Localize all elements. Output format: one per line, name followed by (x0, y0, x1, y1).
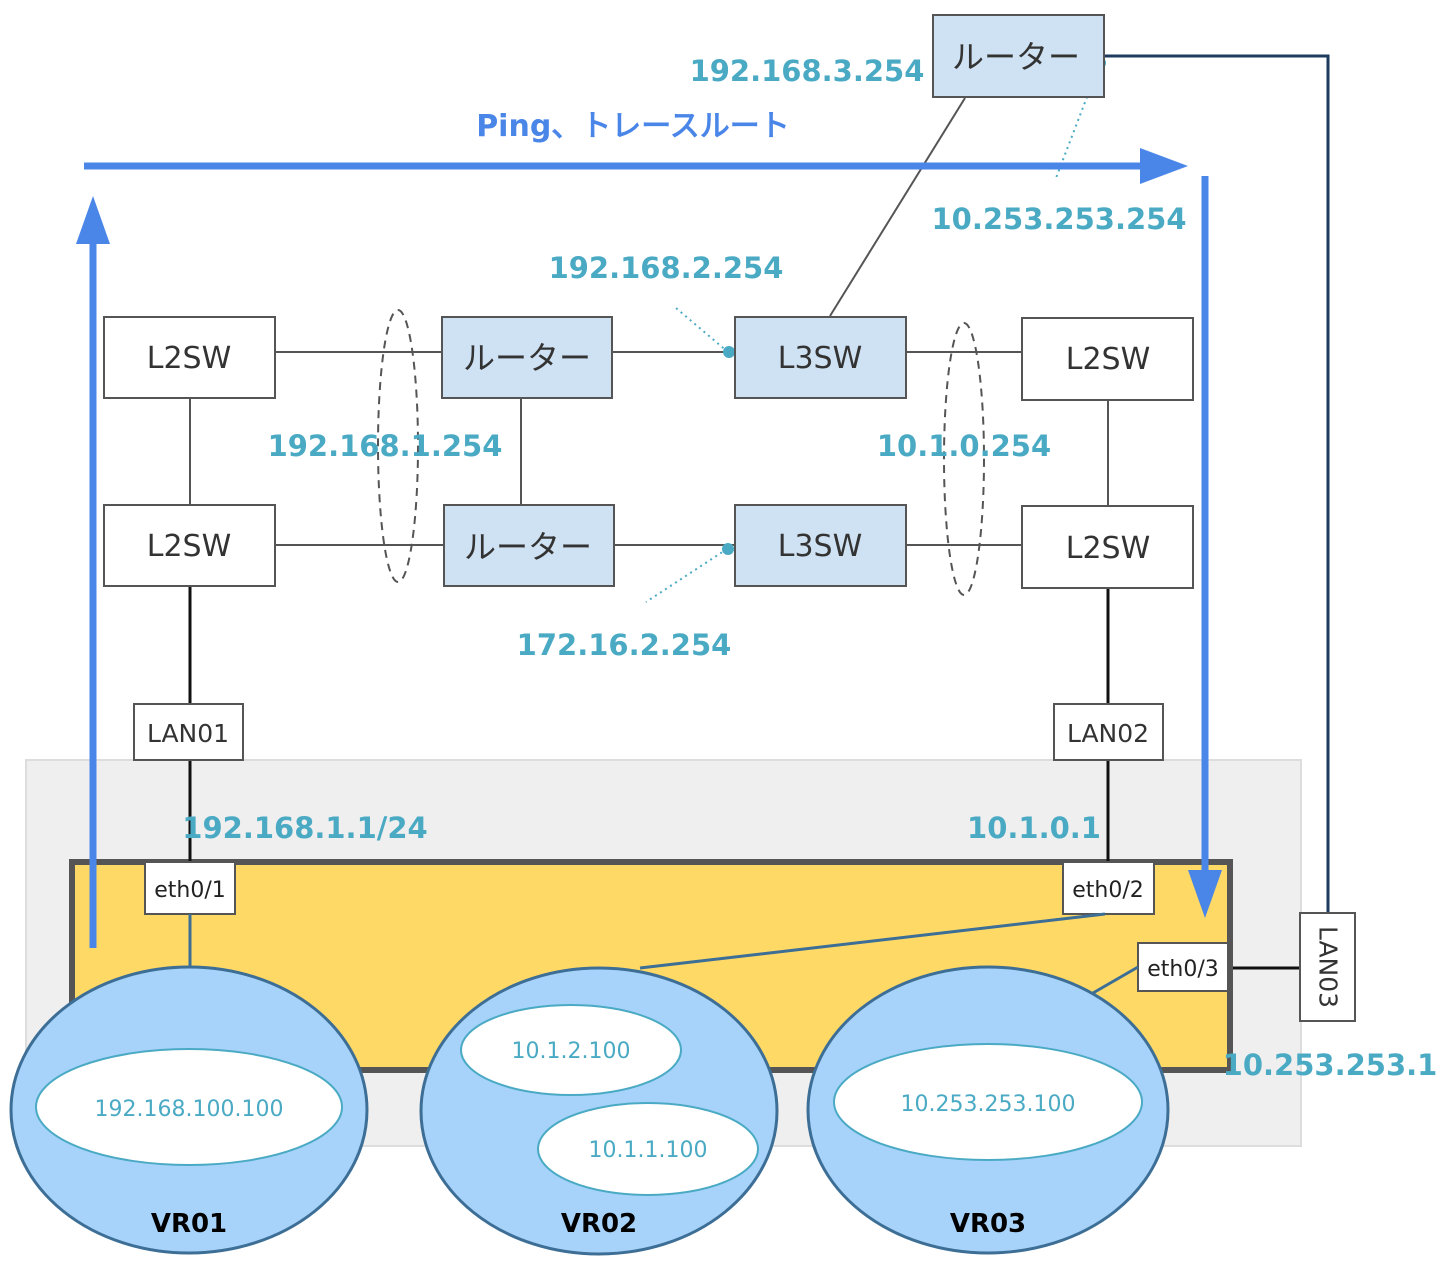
callout-top-router (1055, 62, 1101, 179)
vr03-address: 10.253.253.100 (901, 1092, 1076, 1117)
lan02-label: LAN02 (1067, 719, 1149, 748)
router-lower-label: ルーター (464, 528, 592, 566)
lan02-box[interactable] (1053, 703, 1164, 761)
vr01-title: VR01 (151, 1209, 227, 1239)
l3sw-low-port-dot (722, 543, 734, 555)
lan-lines (188, 586, 1110, 862)
flow-arrowhead-up (76, 196, 110, 244)
l2sw-top-left-box[interactable] (103, 316, 276, 399)
lan03-label: LAN03 (1314, 926, 1343, 1008)
vip-left-ip: 192.168.1.254 (268, 429, 503, 463)
eth02-box[interactable] (1062, 861, 1155, 915)
eth03-to-vr03 (1092, 965, 1139, 995)
eth01-label: eth0/1 (154, 878, 226, 903)
l3sw-lower-label: L3SW (778, 529, 863, 564)
router-upper-label: ルーター (463, 339, 591, 377)
lan01-box[interactable] (133, 703, 244, 761)
eth03-label: eth0/3 (1147, 957, 1219, 982)
lan01-label: LAN01 (147, 719, 229, 748)
ip-labels: 192.168.3.254 10.253.253.254 192.168.2.2… (182, 54, 1437, 1082)
lan03-box[interactable] (1299, 912, 1356, 1022)
flow-arrowhead-right (1140, 148, 1188, 184)
flow-path (84, 162, 1209, 948)
l3sw-up-port-dot (723, 346, 735, 358)
l2sw-top-right-label: L2SW (1066, 342, 1151, 377)
link-l3sw-up-top-router (829, 97, 966, 317)
ip-callouts (645, 62, 1101, 603)
vr02-title: VR02 (561, 1209, 637, 1239)
l2sw-bottom-left-label: L2SW (147, 529, 232, 564)
eth02-to-vr02 (639, 912, 1106, 970)
eth01-box[interactable] (144, 861, 236, 915)
l2sw-bottom-left-box[interactable] (103, 504, 276, 587)
vip-ellipse-right (943, 322, 985, 596)
lan03-uplink-line (1104, 54, 1330, 913)
l2sw-bottom-right-label: L2SW (1066, 531, 1151, 566)
l2sw-bottom-right-box[interactable] (1021, 505, 1194, 589)
vr02-address-1: 10.1.2.100 (512, 1039, 631, 1064)
callout-l3sw-up (675, 307, 729, 353)
vip-right-ip: 10.1.0.254 (877, 429, 1051, 463)
vr01-address: 192.168.100.100 (95, 1097, 284, 1122)
l3sw-upper-ip: 192.168.2.254 (549, 251, 784, 285)
eth02-ip: 10.1.0.1 (967, 811, 1101, 845)
eth02-label: eth0/2 (1072, 878, 1144, 903)
callout-l3sw-low (645, 548, 728, 603)
l2sw-top-right-box[interactable] (1021, 317, 1194, 401)
top-router-box[interactable] (932, 14, 1105, 98)
l3sw-upper-box[interactable] (734, 316, 907, 399)
flow-label: Ping、トレースルート (476, 109, 790, 144)
top-router-label: ルーター (952, 38, 1080, 76)
l3sw-lower-box[interactable] (734, 504, 907, 587)
top-router-ip-right: 10.253.253.254 (931, 202, 1186, 236)
l3sw-upper-label: L3SW (778, 341, 863, 376)
router-lower-box[interactable] (443, 504, 615, 587)
flow-arrowhead-down (1188, 870, 1222, 918)
vr02-address-2: 10.1.1.100 (589, 1138, 708, 1163)
vr03-title: VR03 (950, 1209, 1026, 1239)
network-links (189, 97, 1109, 546)
router-upper-box[interactable] (441, 316, 613, 399)
vr01-address-oval (35, 1048, 343, 1166)
vr-links (188, 912, 1139, 995)
l2sw-top-left-label: L2SW (147, 341, 232, 376)
top-router-ip-left: 192.168.3.254 (690, 54, 925, 88)
eth01-ip: 192.168.1.1/24 (182, 811, 427, 845)
vr03-address-oval (833, 1043, 1143, 1161)
vr02-address-oval-1 (460, 1004, 682, 1096)
vr02-address-oval-2 (537, 1102, 759, 1196)
l3sw-lower-ip: 172.16.2.254 (517, 628, 732, 662)
eth03-ip: 10.253.253.1 (1223, 1048, 1438, 1082)
vip-ellipse-left (377, 309, 419, 583)
eth03-box[interactable] (1137, 942, 1229, 992)
